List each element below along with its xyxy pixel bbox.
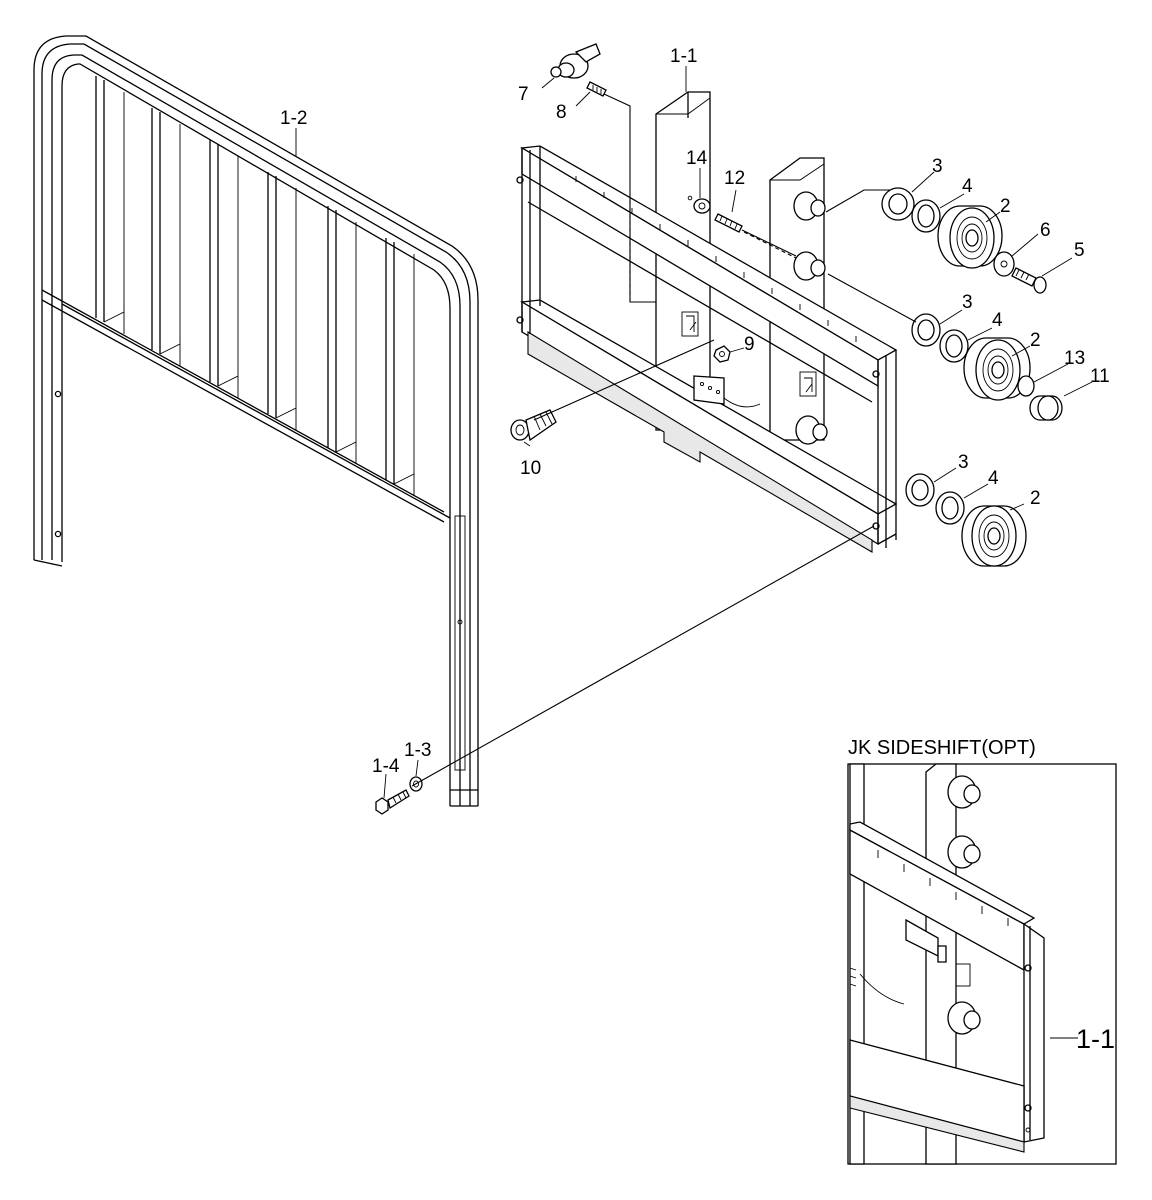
callout-2-top: 2	[1000, 196, 1011, 217]
inset-carriage	[849, 763, 1045, 1165]
part-7-fitting	[550, 43, 601, 79]
callout-leaders	[295, 66, 1093, 799]
callout-9: 9	[744, 334, 755, 355]
callout-7: 7	[518, 84, 529, 105]
part-12-stud	[714, 213, 743, 233]
callout-4-bottom: 4	[988, 468, 999, 489]
callout-1-1: 1-1	[670, 46, 697, 67]
part-8-set-screw	[586, 81, 607, 97]
callout-1-3: 1-3	[404, 740, 431, 761]
callout-3-top: 3	[932, 156, 943, 177]
roller-shafts	[793, 191, 828, 445]
part-14-nut	[693, 198, 711, 214]
callout-2-middle: 2	[1030, 330, 1041, 351]
callout-14: 14	[686, 148, 708, 169]
roller-stack-top	[881, 187, 1047, 294]
callout-6: 6	[1040, 220, 1051, 241]
callout-10: 10	[520, 458, 541, 479]
part-9-nut	[713, 345, 731, 363]
inset-jk-sideshift: JK SIDESHIFT(OPT)	[847, 737, 1117, 1165]
callout-3-middle: 3	[962, 292, 973, 313]
callout-labels: 1-2 1-1 7 8 14 12 3 4 2 6 5 3 4 2 13 11 …	[280, 46, 1110, 777]
callout-3-bottom: 3	[958, 452, 969, 473]
callout-4-middle: 4	[992, 310, 1003, 331]
callout-13: 13	[1064, 348, 1085, 369]
load-backrest	[33, 35, 479, 807]
part-1-4-bolt	[375, 789, 410, 815]
part-10-cap-screw	[510, 409, 557, 442]
roller-stack-bottom	[905, 473, 1027, 567]
callout-12: 12	[724, 168, 745, 189]
callout-1-2: 1-2	[280, 108, 307, 129]
callout-5: 5	[1074, 240, 1085, 261]
callout-8: 8	[556, 102, 567, 123]
fork-carriage	[516, 91, 898, 553]
callout-11: 11	[1090, 366, 1110, 387]
callout-1-4: 1-4	[372, 756, 400, 777]
inset-callout-1-1: 1-1	[1076, 1024, 1115, 1054]
roller-stack-middle	[911, 313, 1063, 421]
backrest-bars	[95, 76, 415, 496]
assembly-lines	[411, 93, 917, 787]
callout-2-bottom: 2	[1030, 488, 1041, 509]
inset-title: JK SIDESHIFT(OPT)	[848, 737, 1036, 759]
callout-4-top: 4	[962, 176, 973, 197]
